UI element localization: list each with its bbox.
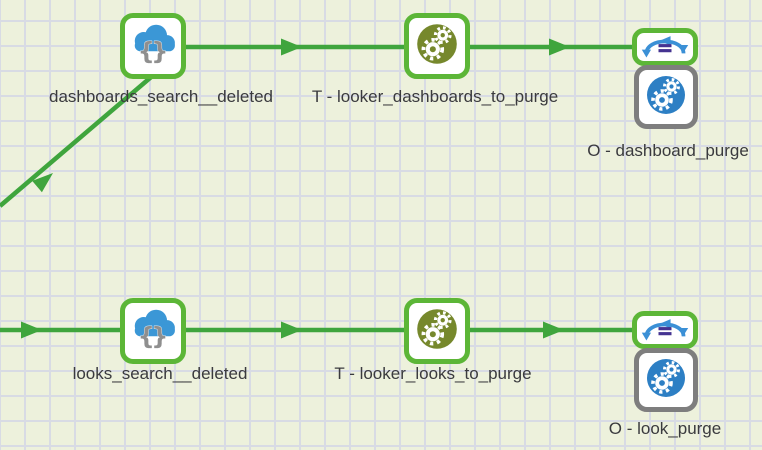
- cloud-json-icon: { }: [128, 19, 178, 74]
- gears-blue-icon: [642, 354, 690, 407]
- arrowhead-icon: [281, 321, 302, 339]
- iterate-loop-icon: [639, 32, 691, 63]
- connector-transform-to-look-purge[interactable]: [464, 321, 634, 339]
- node-dashboard-purge[interactable]: [634, 65, 698, 129]
- connector-into-looks-search[interactable]: [0, 321, 408, 339]
- node-dashboard-purge-iterate[interactable]: [632, 28, 698, 66]
- connector-dashboards-to-transform[interactable]: [180, 38, 408, 56]
- connector-into-dashboards-search[interactable]: [0, 70, 159, 208]
- node-label[interactable]: O - dashboard_purge: [587, 141, 749, 160]
- arrowhead-icon: [549, 38, 570, 56]
- svg-text:{: {: [138, 37, 155, 65]
- svg-text:}: }: [151, 322, 168, 350]
- node-looks-search-deleted[interactable]: { }: [120, 298, 186, 364]
- connector-transform-to-dashboard-purge[interactable]: [464, 38, 634, 56]
- arrowhead-icon: [543, 321, 564, 339]
- gears-olive-icon: [412, 19, 462, 74]
- node-looker-looks-to-purge[interactable]: [404, 298, 470, 364]
- arrowhead-icon: [21, 321, 42, 339]
- node-label[interactable]: looks_search__deleted: [72, 364, 248, 383]
- node-look-purge-iterate[interactable]: [632, 311, 698, 349]
- node-label[interactable]: O - look_purge: [608, 419, 722, 438]
- node-label[interactable]: T - looker_dashboards_to_purge: [311, 87, 559, 106]
- cloud-json-icon: { }: [128, 304, 178, 359]
- node-label[interactable]: T - looker_looks_to_purge: [334, 364, 532, 383]
- node-label[interactable]: dashboards_search__deleted: [48, 87, 273, 106]
- node-dashboards-search-deleted[interactable]: { }: [120, 13, 186, 79]
- arrowhead-icon: [32, 173, 53, 193]
- gears-blue-icon: [642, 71, 690, 124]
- gears-olive-icon: [412, 304, 462, 359]
- svg-text:}: }: [151, 37, 168, 65]
- svg-text:{: {: [138, 322, 155, 350]
- node-looker-dashboards-to-purge[interactable]: [404, 13, 470, 79]
- iterate-loop-icon: [639, 315, 691, 346]
- arrowhead-icon: [281, 38, 302, 56]
- connector-line: [0, 70, 159, 208]
- node-look-purge[interactable]: [634, 348, 698, 412]
